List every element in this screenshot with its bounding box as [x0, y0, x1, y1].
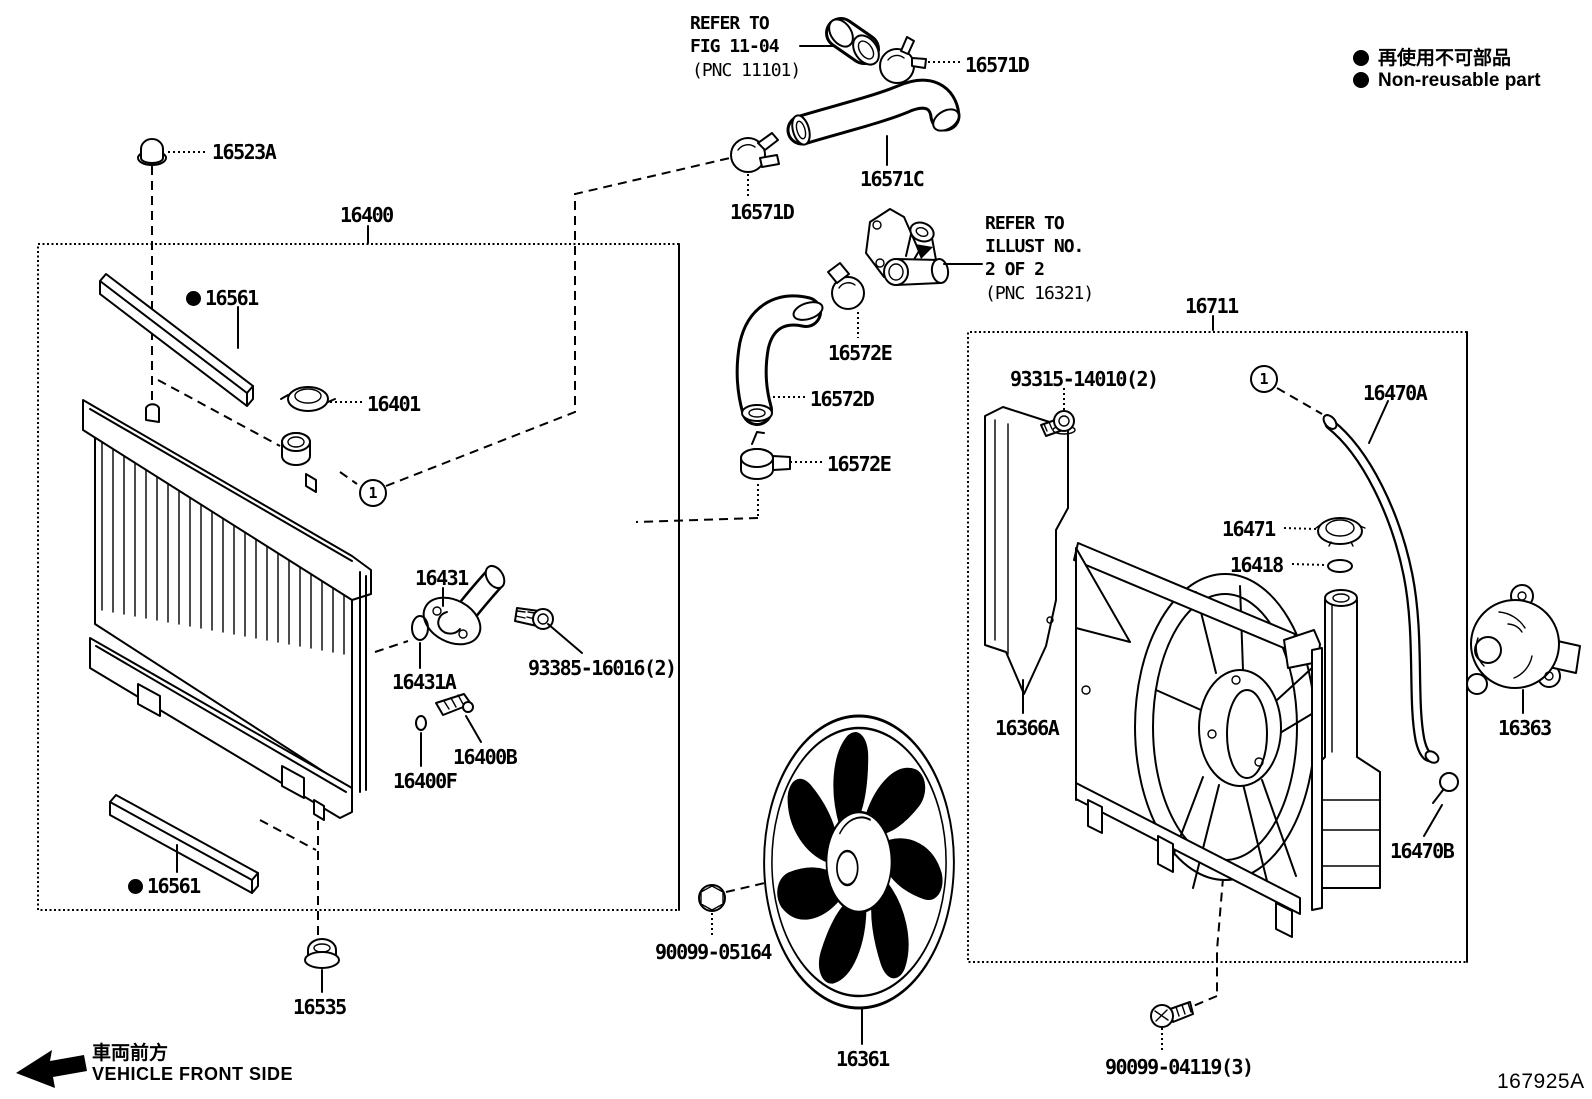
front-direction-arrow-icon	[16, 1050, 87, 1088]
radiator-core-drawing	[82, 399, 372, 821]
assembly-dashed-lines	[151, 157, 1323, 1010]
part-label-16561-upper: 16561	[186, 286, 259, 310]
clamp-16571d-top-drawing	[879, 36, 927, 84]
part-label-16418: 16418	[1230, 553, 1284, 577]
non-reusable-bullet-icon	[128, 879, 143, 894]
inlet-housing-drawing	[865, 208, 950, 286]
fan-shroud-assembly-box	[967, 331, 1468, 963]
part-label-16361: 16361	[836, 1047, 890, 1071]
vehicle-front-en: VEHICLE FRONT SIDE	[92, 1064, 294, 1084]
refer-note-illust-line2: ILLUST NO.	[985, 236, 1084, 257]
engine-stub-drawing	[825, 17, 880, 66]
part-label-16431: 16431	[415, 566, 469, 590]
part-label-90099-05164: 90099-05164	[655, 940, 772, 964]
part-label-16572e-bottom: 16572E	[827, 452, 892, 476]
air-guide-16366a-drawing	[984, 406, 1069, 695]
part-label-16363: 16363	[1498, 716, 1552, 740]
oring-16418-drawing	[1327, 559, 1353, 573]
outlet-elbow-16431-drawing	[422, 564, 506, 646]
part-label-16572d: 16572D	[810, 387, 875, 411]
mount-cushion-16535-drawing	[304, 938, 340, 969]
nut-90099-05164-drawing	[698, 884, 726, 912]
part-label-16401: 16401	[367, 392, 421, 416]
part-label-16471: 16471	[1222, 517, 1276, 541]
clamp-16572e-top-drawing	[827, 262, 865, 310]
clip-16470b-drawing	[1432, 772, 1459, 804]
non-reusable-bullet-icon	[186, 291, 201, 306]
part-label-16571c: 16571C	[860, 167, 925, 191]
refer-note-fig-line1: REFER TO	[690, 13, 770, 34]
oring-16400f-drawing	[415, 715, 427, 731]
part-label-16561-upper-text: 16561	[205, 286, 259, 310]
non-reusable-bullet-icon	[1353, 72, 1369, 88]
insulator-upper-drawing	[99, 273, 254, 407]
part-label-16470a: 16470A	[1363, 381, 1428, 405]
part-label-16572e-top: 16572E	[828, 341, 893, 365]
drain-cock-16400b-drawing	[435, 693, 474, 716]
radiator-cap-16401-drawing	[280, 386, 336, 412]
stud-bolt-93385-drawing	[514, 607, 554, 630]
refer-note-fig-line2: FIG 11-04	[690, 36, 780, 57]
fan-16361-drawing	[763, 714, 955, 1010]
clamp-16572e-bottom-drawing	[740, 431, 791, 480]
refer-note-fig-line3: (PNC 11101)	[692, 60, 801, 81]
diagram-id: 167925A	[1497, 1070, 1585, 1093]
legend-jp-text: 再使用不可部品	[1378, 47, 1512, 69]
part-label-90099-04119: 90099-04119(3)	[1105, 1055, 1254, 1079]
oring-16431a-drawing	[411, 615, 429, 641]
part-label-16400b: 16400B	[453, 745, 518, 769]
refer-note-illust-line3: 2 OF 2	[985, 259, 1045, 280]
hose-16571c-drawing	[786, 78, 961, 146]
part-label-16400: 16400	[340, 203, 394, 227]
reservoir-tank-drawing	[1321, 589, 1381, 889]
part-label-16366a: 16366A	[995, 716, 1060, 740]
part-label-16400f: 16400F	[393, 769, 458, 793]
part-label-16523a: 16523A	[212, 140, 277, 164]
refer-note-illust-line1: REFER TO	[985, 213, 1065, 234]
bolt-93315-drawing	[1040, 410, 1076, 437]
radiator-assembly-box	[37, 243, 680, 911]
part-label-16561-lower-text: 16561	[147, 874, 201, 898]
legend-en-text: Non-reusable part	[1378, 70, 1541, 91]
part-label-16561-lower: 16561	[128, 874, 201, 898]
part-label-93385-16016: 93385-16016(2)	[528, 656, 677, 680]
screw-90099-04119-drawing	[1150, 1001, 1194, 1028]
part-label-16431a: 16431A	[392, 670, 457, 694]
callout-marker-1-left: 1	[359, 479, 387, 507]
motor-16363-drawing	[1466, 584, 1581, 695]
part-label-16470b: 16470B	[1390, 839, 1455, 863]
leader-lines	[168, 45, 1524, 1051]
part-label-16535: 16535	[293, 995, 347, 1019]
non-reusable-bullet-icon	[1353, 50, 1369, 66]
part-label-16571d-left: 16571D	[730, 200, 795, 224]
legend-non-reusable-en: Non-reusable part	[1353, 70, 1541, 92]
refer-note-illust-line4: (PNC 16321)	[985, 283, 1094, 304]
part-label-93315-14010: 93315-14010(2)	[1010, 367, 1159, 391]
insulator-lower-drawing	[109, 794, 259, 894]
reservoir-cap-16471-drawing	[1315, 517, 1366, 547]
legend-non-reusable-jp: 再使用不可部品	[1353, 43, 1511, 70]
callout-marker-1-right: 1	[1250, 365, 1278, 393]
part-label-16711: 16711	[1185, 294, 1239, 318]
fan-shroud-drawing	[1073, 542, 1323, 938]
grommet-16523a-drawing	[137, 138, 167, 166]
part-label-16571d-top: 16571D	[965, 53, 1030, 77]
vehicle-front-jp: 車両前方	[92, 1042, 169, 1064]
clamp-16571d-left-drawing	[730, 132, 780, 173]
hose-16470a-drawing	[1322, 414, 1440, 764]
hose-16572d-drawing	[735, 294, 824, 426]
